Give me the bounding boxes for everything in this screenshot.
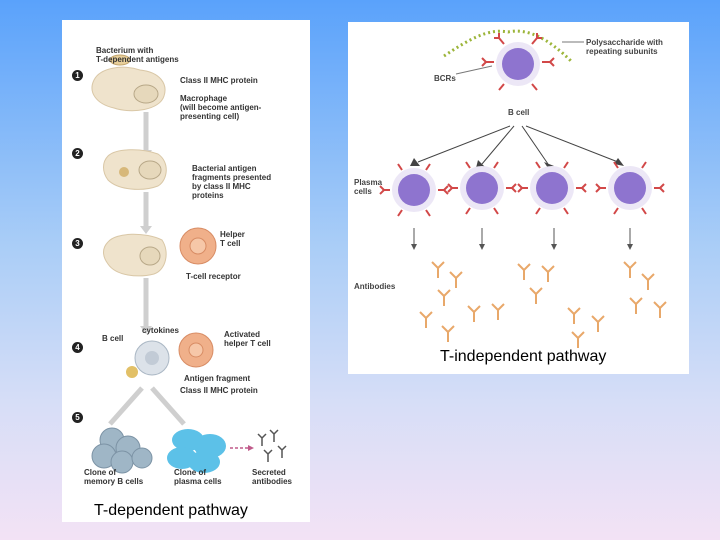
step-2-marker: 2 xyxy=(72,148,83,159)
macrophage-nucleus-1 xyxy=(133,84,159,104)
antigen-fragments xyxy=(119,167,129,177)
plasma-cell-clone xyxy=(167,429,226,473)
t-independent-title: T-independent pathway xyxy=(440,348,607,365)
label-plasma-clone: Clone of plasma cells xyxy=(174,468,222,486)
label-b-cell: B cell xyxy=(508,108,530,117)
flow-arrowhead-3 xyxy=(140,326,152,334)
t-independent-panel: Polysaccharide with repeating subunits B… xyxy=(348,22,689,374)
antibody-field xyxy=(419,261,667,348)
label-b-cell: B cell xyxy=(102,334,124,343)
t-dependent-illustration xyxy=(91,54,287,474)
step-4-marker: 4 xyxy=(72,342,83,353)
secretion-arrows xyxy=(413,228,631,246)
antigen-fragment-blob xyxy=(126,366,138,378)
label-class2-mhc-2: Class II MHC protein xyxy=(180,386,258,395)
b-cell-nucleus xyxy=(145,351,159,365)
label-cytokines: cytokines xyxy=(142,326,179,335)
label-helper-t: Helper T cell xyxy=(220,230,245,248)
label-antibodies: Antibodies xyxy=(354,282,396,291)
label-class2-mhc-1: Class II MHC protein xyxy=(180,76,258,85)
label-tcr: T-cell receptor xyxy=(186,272,241,281)
memory-b-clone xyxy=(91,427,153,474)
label-antigen-fragments: Bacterial antigen fragments presented by… xyxy=(192,164,272,200)
flow-arrow-4b xyxy=(150,386,186,426)
step-1-marker: 1 xyxy=(72,70,83,81)
label-macrophage: Macrophage (will become antigen- present… xyxy=(180,94,262,121)
step-5-marker: 5 xyxy=(72,412,83,423)
plasma-cell-3 xyxy=(530,166,574,210)
t-dependent-panel: 1 2 3 4 5 Bacterium with T-dependent ant… xyxy=(62,20,310,522)
macrophage-nucleus-3 xyxy=(139,246,161,266)
polysaccharide-chain xyxy=(443,29,574,64)
flow-arrow-4a xyxy=(108,386,144,426)
t-dependent-title: T-dependent pathway xyxy=(94,502,248,519)
flow-arrowhead-2 xyxy=(140,226,152,234)
plasma-cell-4 xyxy=(608,166,652,210)
label-memory-clone: Clone of memory B cells xyxy=(84,468,144,486)
label-activated-helper: Activated helper T cell xyxy=(224,330,271,348)
step-3-marker: 3 xyxy=(72,238,83,249)
top-b-cell xyxy=(481,33,555,91)
label-plasma-cells: Plasma cells xyxy=(354,178,383,196)
label-antigen-fragment: Antigen fragment xyxy=(184,374,251,383)
bcr-pointer xyxy=(455,65,493,75)
plasma-receptors xyxy=(379,161,665,217)
label-bacterium: Bacterium with T-dependent antigens xyxy=(96,46,179,64)
plasma-cell-1 xyxy=(392,168,436,212)
macrophage-nucleus-2 xyxy=(138,160,162,180)
differentiation-arrows xyxy=(417,125,619,165)
label-polysaccharide: Polysaccharide with repeating subunits xyxy=(586,38,663,56)
activated-t-nucleus xyxy=(188,342,204,358)
label-secreted-antibodies: Secreted antibodies xyxy=(252,468,293,486)
secreted-antibodies xyxy=(257,429,287,462)
t-independent-illustration xyxy=(379,29,667,348)
bacterium xyxy=(109,54,131,66)
label-bcrs: BCRs xyxy=(434,74,456,83)
helper-t-nucleus xyxy=(189,237,207,255)
plasma-cell-2 xyxy=(460,166,504,210)
